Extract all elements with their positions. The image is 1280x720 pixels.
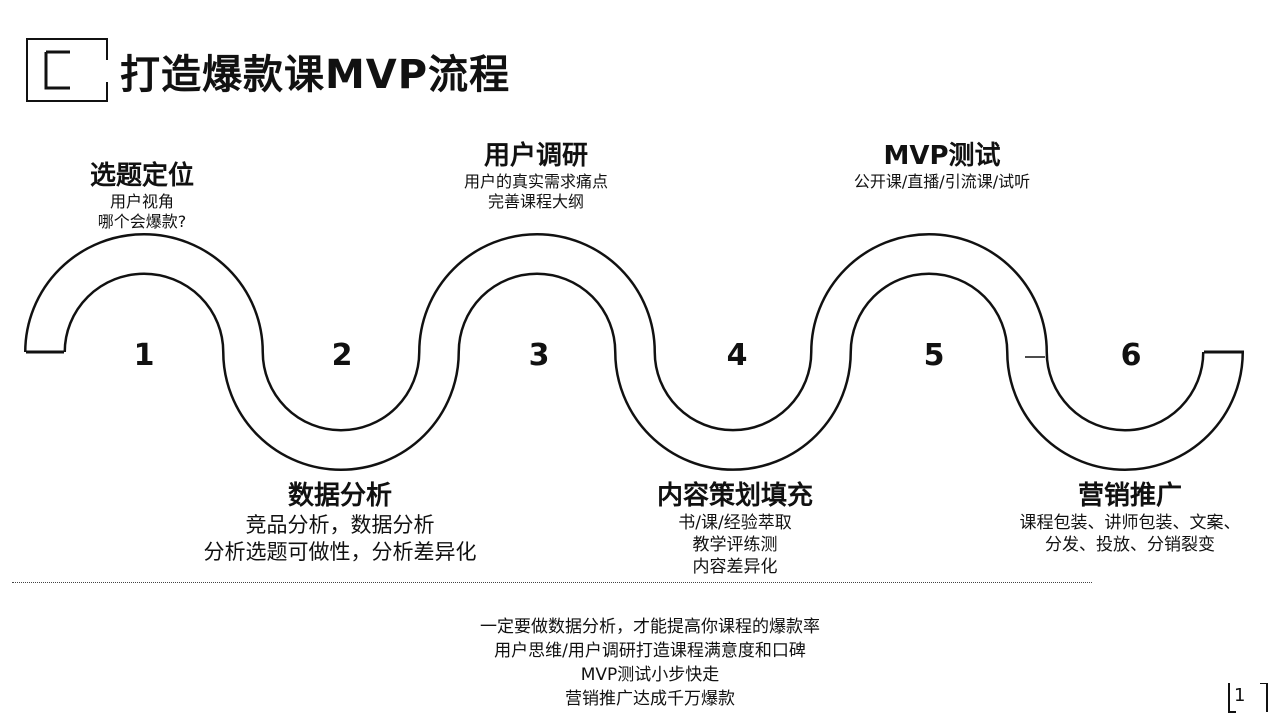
step-number-5: 5 xyxy=(923,338,945,373)
stage-2-desc-line-2: 分析选题可做性，分析差异化 xyxy=(203,540,477,564)
stage-2-title: 数据分析 xyxy=(287,481,392,511)
summary-block: 一定要做数据分析，才能提高你课程的爆款率 用户思维/用户调研打造课程满意度和口碑… xyxy=(390,615,910,711)
step-number-1: 1 xyxy=(133,338,155,373)
dotted-divider xyxy=(12,582,1092,583)
page-title: 打造爆款课MVP流程 xyxy=(120,52,511,98)
stage-2-desc-line-1: 竞品分析，数据分析 xyxy=(245,513,435,537)
stage-3-block: 用户调研 用户的真实需求痛点 完善课程大纲 xyxy=(426,140,646,212)
summary-line-2: 用户思维/用户调研打造课程满意度和口碑 xyxy=(494,641,806,661)
summary-line-3: MVP测试小步快走 xyxy=(580,665,720,685)
stage-4-title: 内容策划填充 xyxy=(656,481,813,511)
stage-1-block: 选题定位 用户视角 哪个会爆款? xyxy=(62,160,222,232)
stage-1-title: 选题定位 xyxy=(89,161,194,191)
step-number-6: 6 xyxy=(1120,338,1142,373)
stage-4-desc-line-2: 教学评练测 xyxy=(692,535,778,555)
stage-1-desc-line-2: 哪个会爆款? xyxy=(97,212,187,231)
stage-5-block: MVP测试 公开课/直播/引流课/试听 xyxy=(812,140,1072,192)
stage-4-desc-line-1: 书/课/经验萃取 xyxy=(678,513,792,533)
stage-1-desc-line-1: 用户视角 xyxy=(109,192,174,211)
stage-2-block: 数据分析 竞品分析，数据分析 分析选题可做性，分析差异化 xyxy=(170,480,510,566)
stage-3-title: 用户调研 xyxy=(483,141,588,171)
stage-3-desc-line-2: 完善课程大纲 xyxy=(487,192,584,211)
page-number-box: 1 xyxy=(1228,683,1268,713)
stage-3-desc-line-1: 用户的真实需求痛点 xyxy=(463,172,608,191)
stage-4-block: 内容策划填充 书/课/经验萃取 教学评练测 内容差异化 xyxy=(620,480,850,578)
stage-6-desc-line-2: 分发、投放、分销裂变 xyxy=(1045,535,1215,555)
step-number-4: 4 xyxy=(726,338,748,373)
stage-6-title: 营销推广 xyxy=(1077,481,1182,511)
page-number: 1 xyxy=(1234,685,1246,706)
page-corner-bracket-icon xyxy=(1228,683,1268,713)
stage-6-block: 营销推广 课程包装、讲师包装、文案、 分发、投放、分销裂变 xyxy=(1000,480,1260,556)
step-number-3: 3 xyxy=(528,338,550,373)
stage-4-desc-line-3: 内容差异化 xyxy=(692,557,778,577)
stage-6-desc-line-1: 课程包装、讲师包装、文案、 xyxy=(1019,513,1241,533)
stage-5-title: MVP测试 xyxy=(883,141,1001,171)
summary-line-4: 营销推广达成千万爆款 xyxy=(565,689,735,709)
stage-5-desc-line-1: 公开课/直播/引流课/试听 xyxy=(853,172,1031,191)
summary-line-1: 一定要做数据分析，才能提高你课程的爆款率 xyxy=(480,617,820,637)
step-number-2: 2 xyxy=(331,338,353,373)
logo-bracket-icon xyxy=(26,38,108,102)
